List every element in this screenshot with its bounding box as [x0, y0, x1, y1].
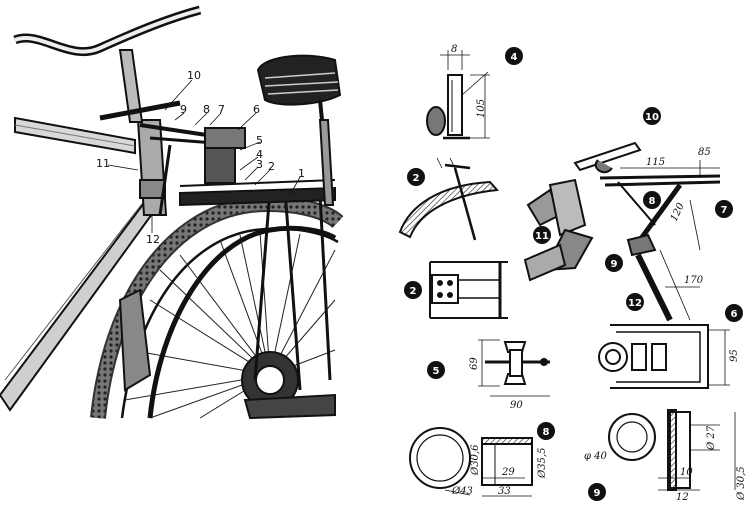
part-2-plan-drawing — [429, 261, 508, 319]
luggage-rack — [179, 186, 336, 207]
left-callout-labels: 1 2 3 4 5 6 7 8 9 10 11 12 — [96, 69, 305, 246]
svg-text:9: 9 — [594, 488, 601, 499]
svg-text:11: 11 — [535, 231, 549, 242]
handlebar-stem — [118, 49, 144, 123]
dim-69: 69 — [469, 357, 480, 370]
dim-dia-30-5: Ø 30,5 — [736, 466, 747, 501]
svg-text:10: 10 — [645, 112, 659, 123]
rear-fender — [147, 225, 337, 419]
saddle — [256, 54, 342, 121]
svg-text:9: 9 — [611, 259, 618, 270]
left-callouts — [107, 79, 301, 233]
marker-11: 11 — [533, 226, 551, 244]
dim-90: 90 — [510, 400, 523, 411]
dim-29: 29 — [501, 467, 515, 478]
part-11-drawing — [523, 178, 594, 282]
part-4-drawing — [426, 50, 490, 140]
callout-4: 4 — [256, 148, 263, 161]
part-details — [398, 50, 736, 497]
marker-5: 5 — [427, 361, 445, 379]
dim-dia-27: Ø 27 — [706, 425, 717, 451]
callout-5: 5 — [256, 134, 263, 147]
svg-text:6: 6 — [731, 309, 738, 320]
bicycle-illustration — [0, 5, 344, 420]
marker-8a: 8 — [643, 191, 661, 209]
callout-6: 6 — [253, 103, 260, 116]
marker-4: 4 — [505, 47, 523, 65]
bicycle-frame — [0, 116, 335, 412]
part-8-bushing-drawing — [409, 427, 533, 497]
svg-text:7: 7 — [721, 205, 728, 216]
svg-text:8: 8 — [543, 427, 550, 438]
dim-dia-43: Ø43 — [451, 486, 473, 497]
dim-12: 12 — [676, 492, 689, 503]
part-2-fender-drawing — [398, 157, 500, 241]
part-5-drawing — [478, 339, 550, 397]
dim-8-top: 8 — [451, 44, 457, 55]
callout-1: 1 — [298, 167, 305, 180]
dim-10: 10 — [680, 467, 693, 478]
dimension-labels: 8 105 115 85 120 170 69 90 95 Ø30,6 29 Ø… — [451, 44, 747, 503]
dim-dia-35-5: Ø35,5 — [537, 448, 548, 479]
marker-6: 6 — [725, 304, 743, 322]
part-markers: 4 10 2 8 7 11 9 2 12 6 5 8 9 — [404, 47, 743, 501]
marker-10: 10 — [643, 107, 661, 125]
callout-8: 8 — [203, 103, 210, 116]
callout-9: 9 — [180, 103, 187, 116]
marker-9b: 9 — [588, 483, 606, 501]
part-9-washer-drawing — [608, 409, 736, 491]
callout-3: 3 — [256, 158, 263, 171]
rack-struts — [253, 189, 332, 391]
marker-2b: 2 — [404, 281, 422, 299]
dim-33: 33 — [498, 486, 511, 497]
dim-phi-40: φ 40 — [584, 451, 608, 462]
svg-text:8: 8 — [649, 196, 656, 207]
marker-9a: 9 — [605, 254, 623, 272]
marker-7: 7 — [715, 200, 733, 218]
seat-mechanism — [99, 100, 246, 216]
svg-text:2: 2 — [413, 173, 420, 184]
svg-text:5: 5 — [433, 366, 440, 377]
callout-7: 7 — [218, 103, 225, 116]
svg-text:2: 2 — [410, 286, 417, 297]
dim-85: 85 — [698, 147, 711, 158]
callout-11: 11 — [96, 157, 110, 170]
dim-95: 95 — [729, 349, 740, 362]
dim-dia-30-6: Ø30,6 — [470, 444, 481, 476]
marker-2a: 2 — [407, 168, 425, 186]
part-6-drawing — [598, 324, 730, 389]
dim-105: 105 — [476, 99, 487, 118]
svg-text:4: 4 — [511, 52, 518, 63]
dim-120: 120 — [669, 201, 687, 224]
marker-8b: 8 — [537, 422, 555, 440]
marker-12: 12 — [626, 293, 644, 311]
svg-text:12: 12 — [628, 298, 642, 309]
callout-2: 2 — [268, 160, 275, 173]
dim-170: 170 — [684, 275, 704, 286]
callout-10: 10 — [187, 69, 201, 82]
callout-12: 12 — [146, 233, 160, 246]
dim-115: 115 — [646, 157, 665, 168]
part-assembly-drawing — [573, 141, 721, 322]
